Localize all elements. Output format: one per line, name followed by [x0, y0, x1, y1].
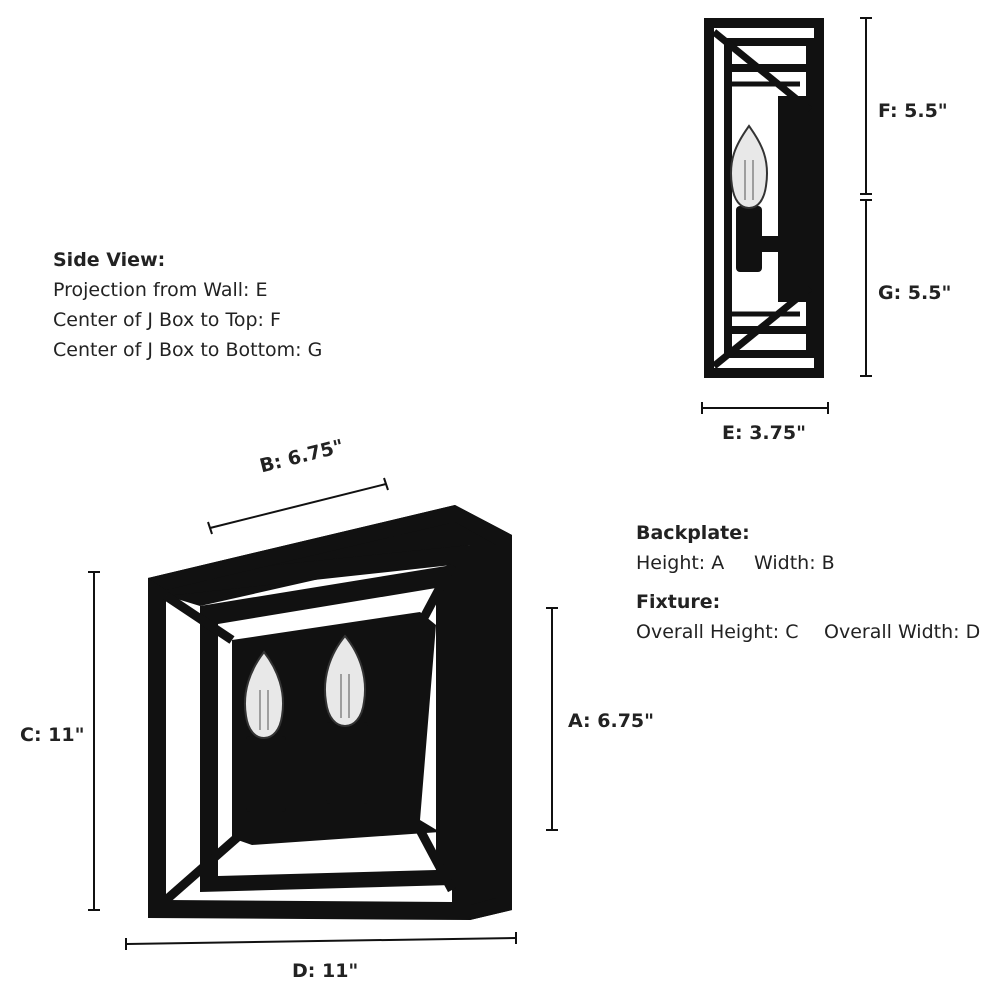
dimension-line-c: [88, 571, 100, 911]
backplate-heading: Backplate:: [636, 522, 750, 544]
front-view-fixture: [148, 505, 512, 920]
side-view-heading: Side View:: [53, 249, 166, 271]
fixture-width-label: Overall Width: D: [824, 621, 981, 643]
dimension-line-a: [546, 607, 558, 831]
side-view-line-bottom: Center of J Box to Bottom: G: [53, 339, 323, 361]
dimension-label-d: D: 11": [292, 960, 359, 982]
fixture-height-label: Overall Height: C: [636, 621, 799, 643]
side-view-line-projection: Projection from Wall: E: [53, 279, 268, 301]
dimension-line-e: [701, 402, 829, 414]
backplate-width-label: Width: B: [754, 552, 835, 574]
backplate-height-label: Height: A: [636, 552, 725, 574]
dimension-label-g: G: 5.5": [878, 282, 952, 304]
dimension-label-a: A: 6.75": [568, 710, 655, 732]
dimension-label-f: F: 5.5": [878, 100, 948, 122]
dimension-line-g: [860, 199, 872, 377]
dimension-label-c: C: 11": [20, 724, 85, 746]
side-view-line-top: Center of J Box to Top: F: [53, 309, 281, 331]
dimension-line-b: [207, 477, 389, 535]
fixture-heading: Fixture:: [636, 591, 721, 613]
dimension-line-d: [125, 932, 517, 950]
side-view-fixture: [704, 18, 824, 378]
dimension-label-e: E: 3.75": [722, 422, 806, 444]
dimension-line-f: [860, 17, 872, 195]
